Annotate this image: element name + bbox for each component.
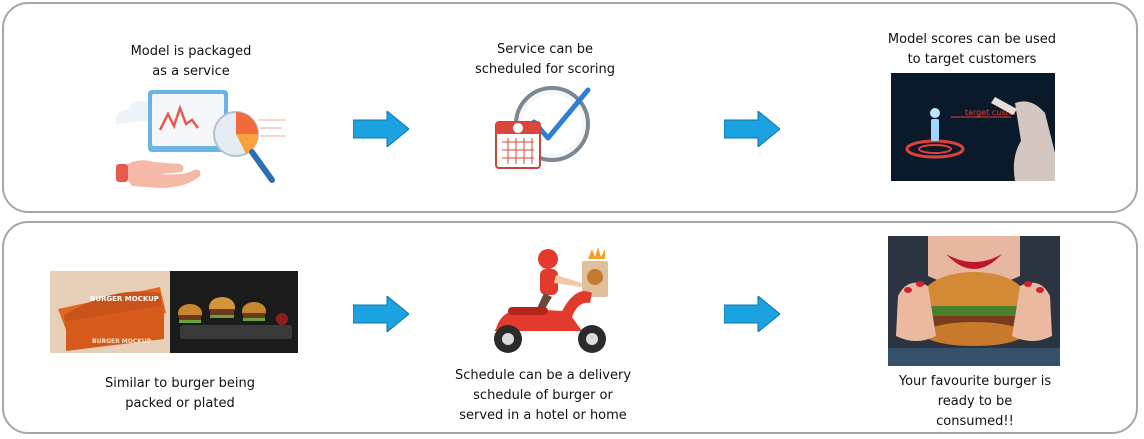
svg-text:target customer: target customer [965, 108, 1030, 117]
svg-text:BURGER MOCKUP: BURGER MOCKUP [92, 338, 152, 345]
burger-eating-photo [888, 236, 1060, 366]
step-caption-packaged-service: Model is packaged as a service [130, 44, 252, 79]
flow-arrow-right-icon [724, 296, 780, 332]
burger-box-photo: BURGER MOCKUP BURGER MOCKUP [50, 271, 298, 353]
flow-arrow-right-icon [353, 296, 409, 332]
analytics-hand-icon [115, 90, 286, 188]
calendar-clock-icon [495, 86, 591, 169]
flow-arrow-right-icon [724, 111, 780, 147]
svg-text:BURGER MOCKUP: BURGER MOCKUP [90, 295, 159, 303]
step-caption-burger-consumed: Your favourite burger is ready to be con… [898, 374, 1052, 429]
step-caption-delivery-schedule: Schedule can be a delivery schedule of b… [454, 368, 632, 423]
step-caption-target-customers: Model scores can be used to target custo… [887, 32, 1057, 67]
flow-arrow-right-icon [353, 111, 409, 147]
step-caption-scheduled-scoring: Service can be scheduled for scoring [475, 42, 615, 77]
delivery-scooter-icon [494, 247, 608, 353]
target-customer-photo: target customer [891, 73, 1055, 181]
step-caption-burger-packed: Similar to burger being packed or plated [104, 376, 256, 411]
